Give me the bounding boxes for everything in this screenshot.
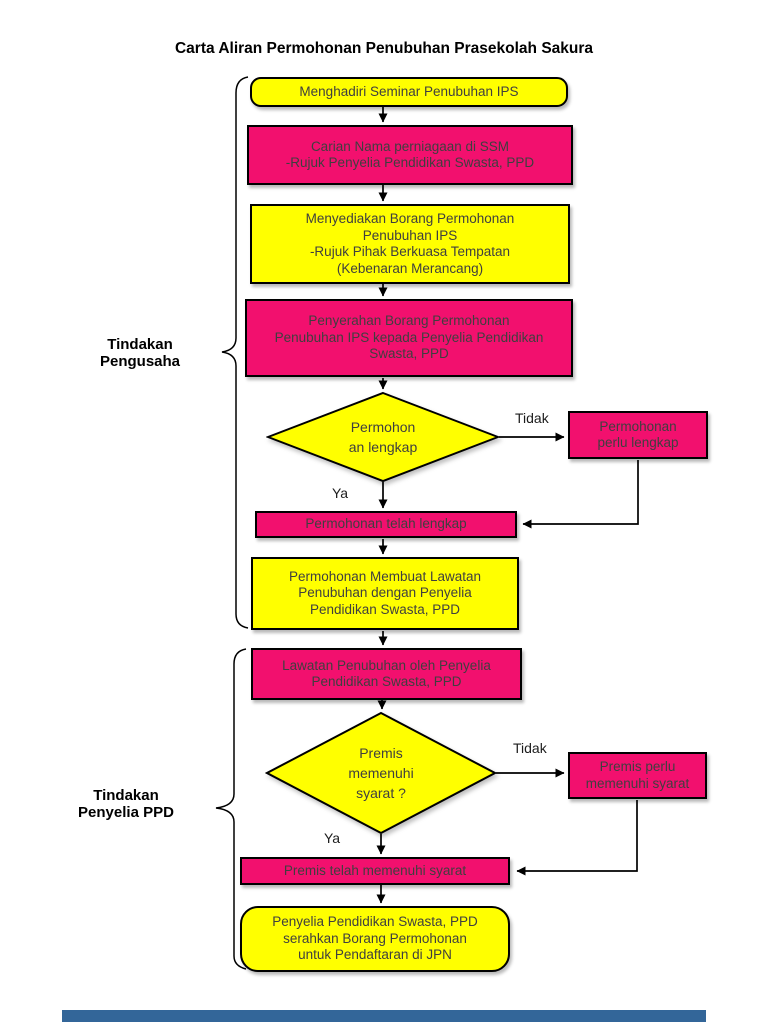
node-serahkan-borang-jpn: Penyelia Pendidikan Swasta, PPD serahkan… bbox=[240, 906, 510, 972]
node-premis-perlu-memenuhi: Premis perlu memenuhi syarat bbox=[568, 752, 707, 799]
section-label-tindakan-penyelia-ppd: Tindakan Penyelia PPD bbox=[78, 787, 174, 821]
node-carian-nama-ssm: Carian Nama perniagaan di SSM -Rujuk Pen… bbox=[247, 125, 573, 185]
node-menghadiri-seminar: Menghadiri Seminar Penubuhan IPS bbox=[250, 77, 568, 107]
page-title: Carta Aliran Permohonan Penubuhan Prasek… bbox=[174, 40, 594, 57]
edge-label-tidak-2: Tidak bbox=[513, 740, 547, 756]
decision-permohonan-lengkap-text: Permohon an lengkap bbox=[348, 419, 418, 455]
decision-premis-syarat-shape bbox=[265, 711, 497, 835]
node-permohonan-telah-lengkap: Permohonan telah lengkap bbox=[255, 511, 517, 538]
node-lawatan-penubuhan: Lawatan Penubuhan oleh Penyelia Pendidik… bbox=[251, 648, 522, 700]
node-premis-telah-memenuhi: Premis telah memenuhi syarat bbox=[240, 857, 510, 885]
edge-label-ya-2: Ya bbox=[324, 830, 341, 846]
next-page-top-band bbox=[62, 1010, 706, 1022]
section-label-tindakan-pengusaha: Tindakan Pengusaha bbox=[99, 336, 181, 370]
decision-permohonan-lengkap-shape bbox=[266, 391, 500, 483]
node-menyediakan-borang: Menyediakan Borang Permohonan Penubuhan … bbox=[250, 204, 570, 284]
decision-premis-syarat-text: Premis memenuhi syarat ? bbox=[348, 745, 414, 801]
node-penyerahan-borang: Penyerahan Borang Permohonan Penubuhan I… bbox=[245, 299, 573, 377]
section-braces bbox=[215, 76, 249, 970]
node-permohonan-perlu-lengkap: Permohonan perlu lengkap bbox=[568, 411, 708, 459]
edge-label-ya-1: Ya bbox=[332, 485, 349, 501]
node-permohonan-membuat-lawatan: Permohonan Membuat Lawatan Penubuhan den… bbox=[251, 557, 519, 630]
edge-label-tidak-1: Tidak bbox=[515, 410, 549, 426]
